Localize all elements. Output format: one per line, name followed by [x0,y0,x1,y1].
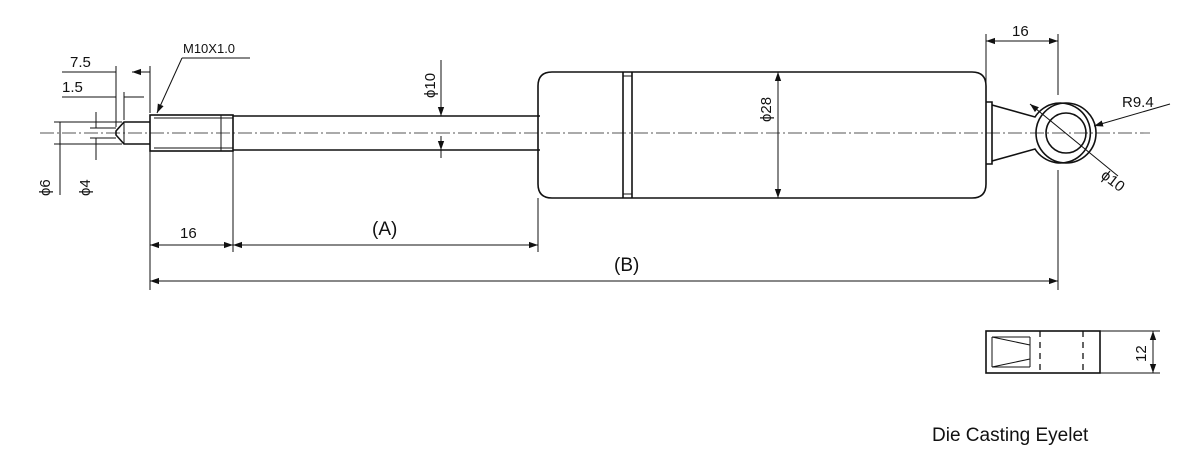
thread-label: M10X1.0 [183,41,235,56]
threaded-stud [149,114,234,152]
thread-length-dim: 16 [149,151,234,290]
dia-6-dim: ϕ6 [37,121,122,196]
rod-tip [115,121,150,145]
eyelet-side-view: 12 [985,330,1160,374]
stroke-label: (A) [372,219,397,240]
eyelet-hole-label: ϕ10 [1098,167,1128,196]
dim-7-5: 7.5 [62,54,151,127]
dia-4-label: ϕ4 [77,179,94,196]
eyelet-thickness-label: 12 [1133,345,1150,362]
piston-rod [233,115,540,151]
caption: Die Casting Eyelet [932,425,1089,446]
eyelet-width-dim: 16 [985,23,1059,95]
rod-dia-dim: ϕ10 [422,60,445,158]
dim-1-5-label: 1.5 [62,79,83,96]
overall-length-dim: (B) [150,170,1059,290]
rod-dia-label: ϕ10 [422,73,439,98]
eyelet-radius-label: R9.4 [1122,94,1154,111]
dim-7-5-label: 7.5 [70,54,91,71]
body-dia-label: ϕ28 [758,97,775,122]
thread-callout: M10X1.0 [156,41,250,114]
eyelet-hole [1045,112,1087,154]
dia-4-dim: ϕ4 [77,112,116,196]
stroke-dim: (A) [233,198,539,252]
eyelet-width-label: 16 [1012,23,1029,40]
eyelet-radius-dim: R9.4 [1093,94,1171,127]
eyelet [986,101,1097,165]
cylinder-body [537,71,987,199]
dim-1-5: 1.5 [62,79,144,120]
thread-length-label: 16 [180,225,197,242]
body-dia-dim: ϕ28 [758,72,782,198]
overall-length-label: (B) [614,255,639,276]
dia-6-label: ϕ6 [37,179,54,196]
eyelet-outer-circle [1035,102,1097,164]
